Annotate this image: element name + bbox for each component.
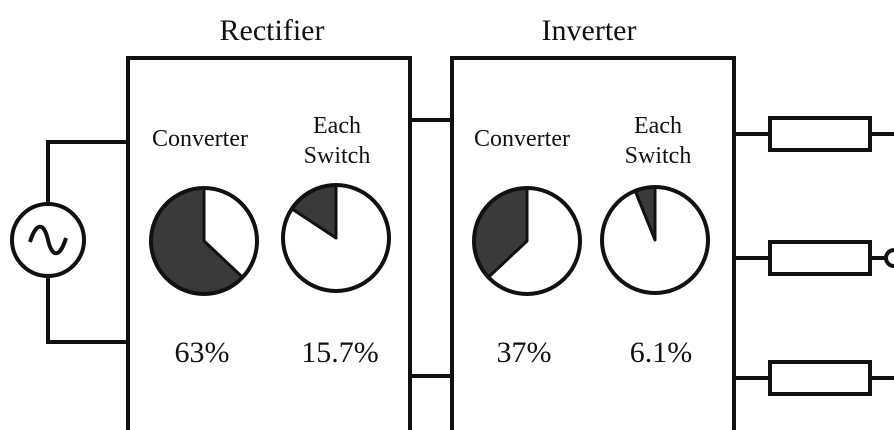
pie-outline <box>149 186 259 296</box>
rectifier-switch-value: 15.7% <box>301 336 379 369</box>
inverter-switch-pie <box>600 185 710 295</box>
inverter-switch-label-line1: Each <box>634 113 682 139</box>
pie-outline <box>472 186 582 296</box>
load-1 <box>734 116 894 152</box>
rectifier-converter-pie <box>149 186 259 296</box>
inverter-title: Inverter <box>542 14 637 47</box>
rectifier-switch-pie <box>281 183 391 293</box>
pie-outline <box>281 183 391 293</box>
inverter-converter-label: Converter <box>474 126 570 152</box>
rectifier-switch-label-line2: Switch <box>304 143 371 169</box>
resistor-icon <box>768 116 872 152</box>
rectifier-converter-label: Converter <box>152 126 248 152</box>
rectifier-converter-value: 63% <box>175 336 230 369</box>
inverter-converter-value: 37% <box>497 336 552 369</box>
inverter-switch-label-line2: Switch <box>625 143 692 169</box>
inverter-box <box>450 56 736 430</box>
inverter-converter-pie <box>472 186 582 296</box>
source-wire-top <box>46 140 128 204</box>
load-3 <box>734 360 894 396</box>
load-2 <box>734 240 894 276</box>
resistor-icon <box>768 360 872 396</box>
rectifier-title: Rectifier <box>220 14 325 47</box>
inverter-switch-value: 6.1% <box>630 336 693 369</box>
source-wire-bottom <box>46 276 128 344</box>
rectifier-switch-label-line1: Each <box>313 113 361 139</box>
ac-source-icon <box>10 202 86 278</box>
pie-outline <box>600 185 710 295</box>
resistor-icon <box>768 240 872 276</box>
rectifier-box <box>126 56 412 430</box>
